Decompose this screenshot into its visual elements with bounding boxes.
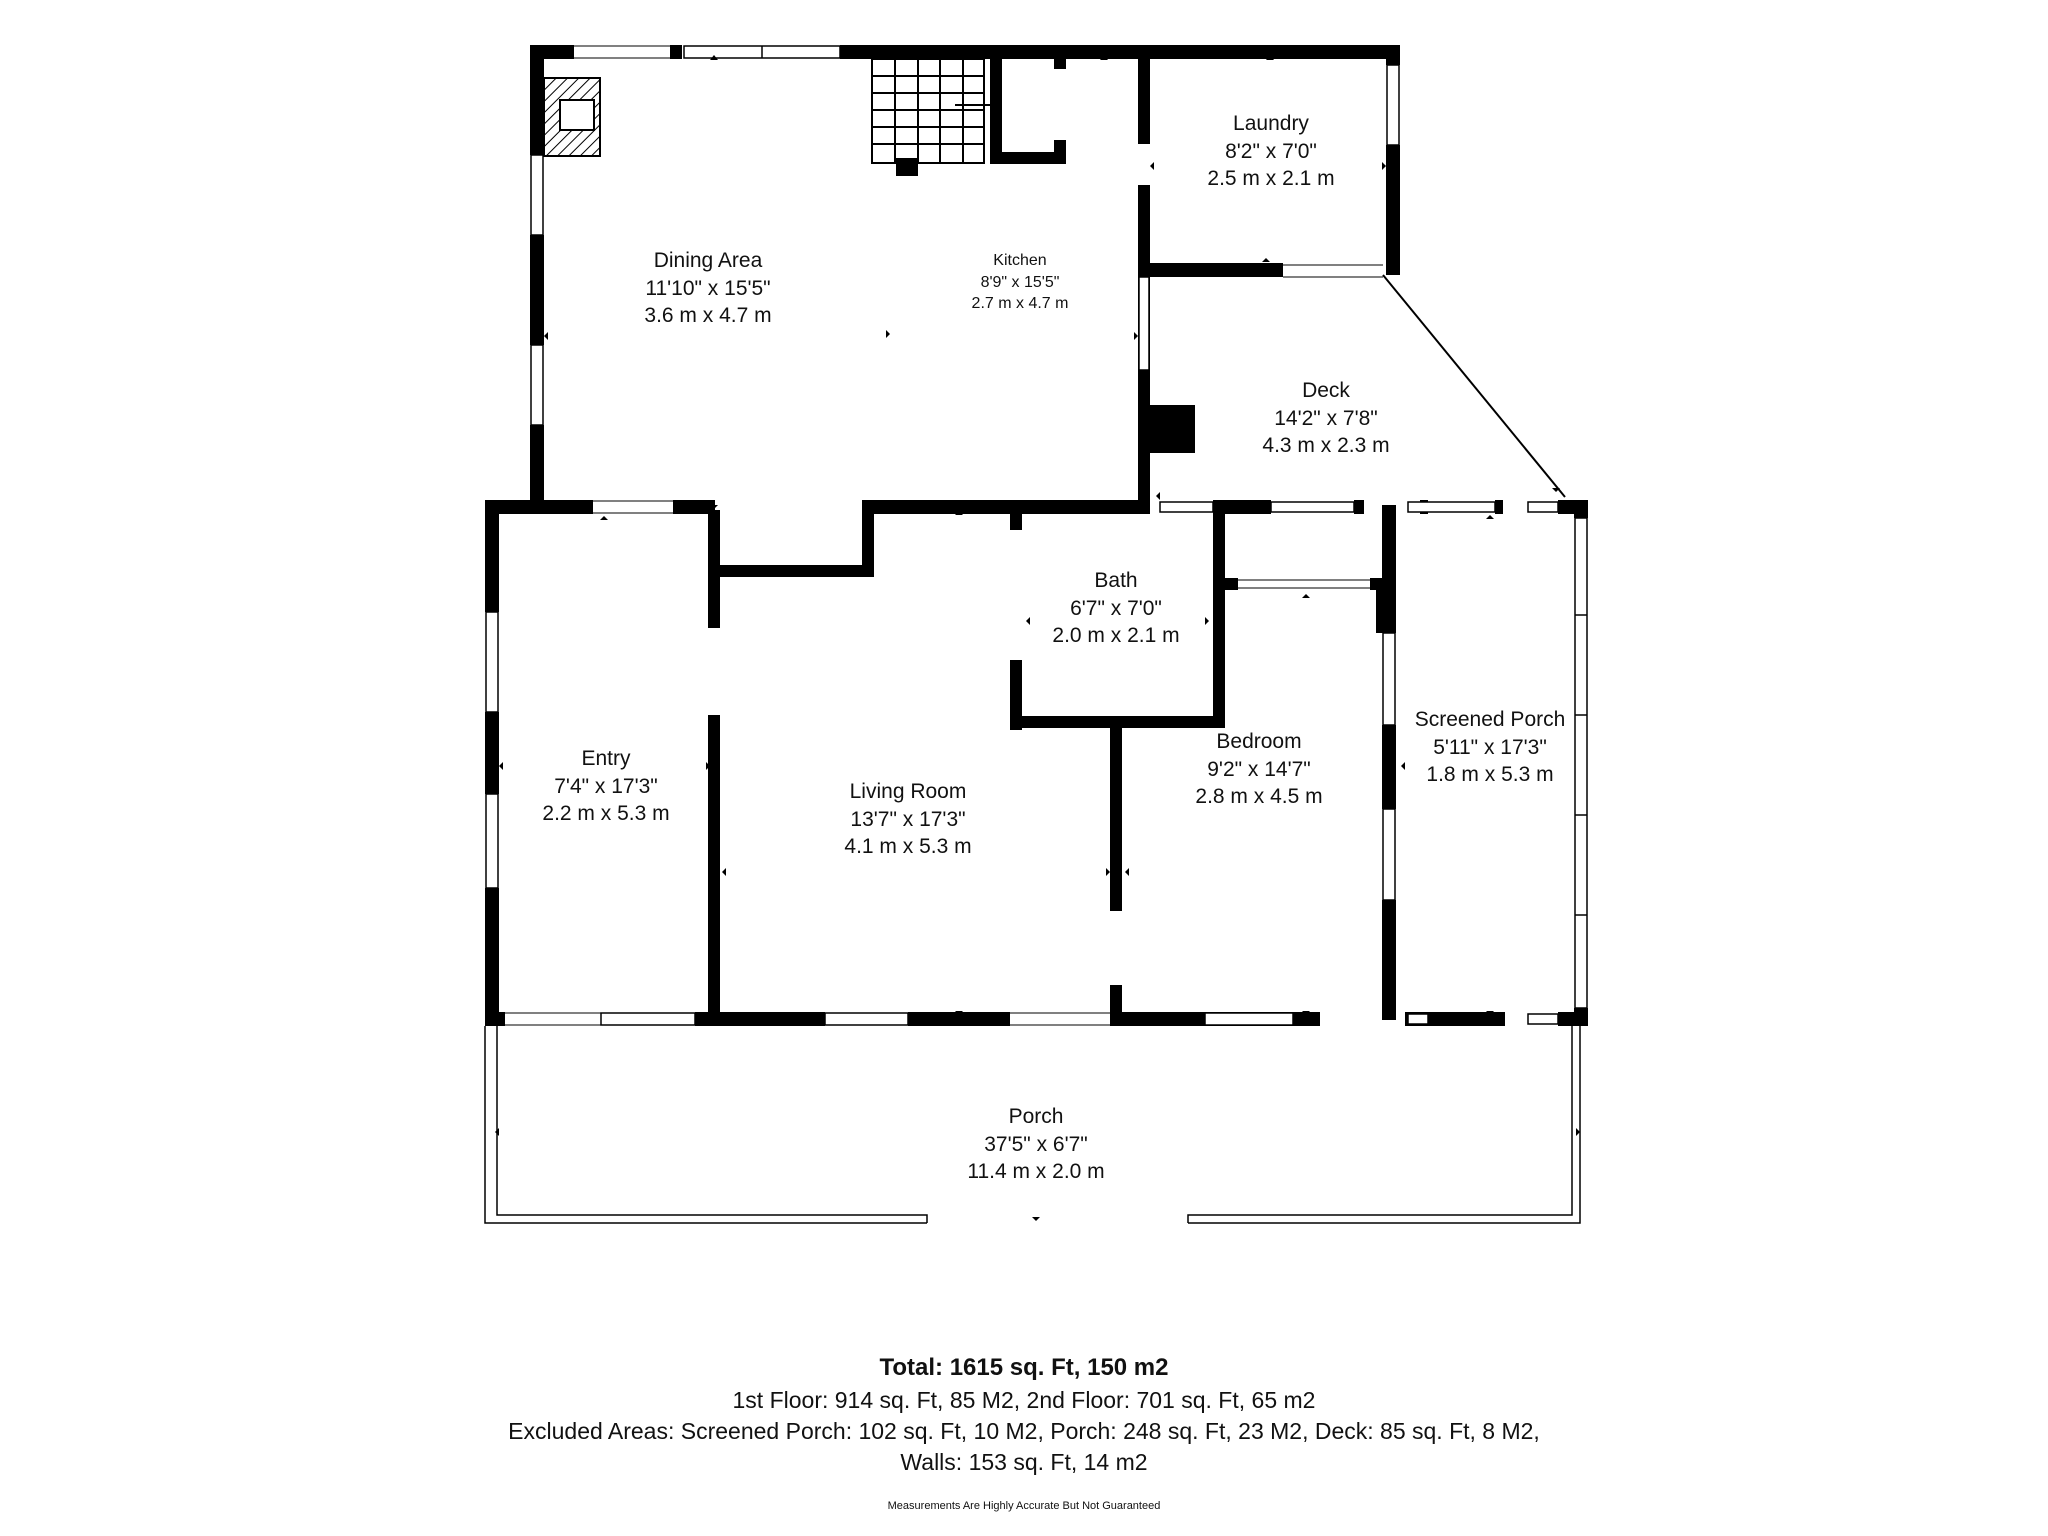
excluded-areas: Excluded Areas: Screened Porch: 102 sq. … xyxy=(508,1417,1540,1444)
windows xyxy=(485,45,1588,1026)
room-label-laundry: Laundry 8'2" x 7'0" 2.5 m x 2.1 m xyxy=(1207,110,1334,193)
deck-railing xyxy=(1382,274,1566,498)
room-imperial: 7'4" x 17'3" xyxy=(554,774,658,798)
room-name: Bath xyxy=(1094,569,1138,592)
walls-area: Walls: 153 sq. Ft, 14 m2 xyxy=(900,1449,1148,1476)
room-name: Deck xyxy=(1302,379,1350,402)
room-metric: 4.1 m x 5.3 m xyxy=(844,835,972,859)
room-metric: 2.7 m x 4.7 m xyxy=(971,295,1069,313)
door-openings xyxy=(505,45,1383,1026)
room-label-dining: Dining Area 11'10" x 15'5" 3.6 m x 4.7 m xyxy=(644,247,771,330)
room-label-bedroom: Bedroom 9'2" x 14'7" 2.8 m x 4.5 m xyxy=(1195,728,1322,811)
disclaimer: Measurements Are Highly Accurate But Not… xyxy=(887,1500,1161,1512)
room-metric: 2.8 m x 4.5 m xyxy=(1195,785,1323,809)
room-imperial: 5'11" x 17'3" xyxy=(1433,735,1547,759)
room-name: Screened Porch xyxy=(1414,708,1566,731)
room-name: Entry xyxy=(581,747,631,770)
room-metric: 11.4 m x 2.0 m xyxy=(967,1160,1105,1184)
room-name: Living Room xyxy=(849,780,967,803)
room-name: Porch xyxy=(1008,1105,1064,1128)
room-metric: 2.0 m x 2.1 m xyxy=(1052,624,1180,648)
room-name: Dining Area xyxy=(653,249,763,272)
room-metric: 3.6 m x 4.7 m xyxy=(644,304,772,328)
room-imperial: 13'7" x 17'3" xyxy=(850,807,966,831)
room-label-deck: Deck 14'2" x 7'8" 4.3 m x 2.3 m xyxy=(1262,377,1389,460)
total-area: Total: 1615 sq. Ft, 150 m2 xyxy=(879,1354,1169,1381)
room-metric: 2.5 m x 2.1 m xyxy=(1207,167,1335,191)
room-name: Bedroom xyxy=(1216,730,1302,753)
room-imperial: 9'2" x 14'7" xyxy=(1207,757,1311,781)
porch-outline xyxy=(484,1026,1581,1224)
staircase xyxy=(871,58,990,164)
area-summary: Total: 1615 sq. Ft, 150 m2 1st Floor: 91… xyxy=(0,1352,2048,1478)
room-metric: 4.3 m x 2.3 m xyxy=(1262,434,1390,458)
room-label-bath: Bath 6'7" x 7'0" 2.0 m x 2.1 m xyxy=(1052,567,1179,650)
room-label-porch: Porch 37'5" x 6'7" 11.4 m x 2.0 m xyxy=(967,1103,1104,1186)
room-imperial: 37'5" x 6'7" xyxy=(984,1132,1088,1156)
room-imperial: 8'9" x 15'5" xyxy=(980,273,1060,291)
floor-areas: 1st Floor: 914 sq. Ft, 85 M2, 2nd Floor:… xyxy=(732,1386,1316,1413)
room-imperial: 6'7" x 7'0" xyxy=(1070,596,1162,620)
measurement-ticks xyxy=(495,55,1580,1221)
room-label-kitchen: Kitchen 8'9" x 15'5" 2.7 m x 4.7 m xyxy=(972,250,1069,315)
room-imperial: 11'10" x 15'5" xyxy=(645,276,771,300)
room-name: Laundry xyxy=(1233,112,1309,135)
room-imperial: 14'2" x 7'8" xyxy=(1274,406,1378,430)
upper-walls xyxy=(530,45,1400,510)
room-label-entry: Entry 7'4" x 17'3" 2.2 m x 5.3 m xyxy=(542,745,669,828)
room-imperial: 8'2" x 7'0" xyxy=(1225,139,1317,163)
fireplace-icon xyxy=(543,77,601,157)
room-metric: 2.2 m x 5.3 m xyxy=(542,802,670,826)
room-label-living: Living Room 13'7" x 17'3" 4.1 m x 5.3 m xyxy=(844,778,971,861)
room-label-screened-porch: Screened Porch 5'11" x 17'3" 1.8 m x 5.3… xyxy=(1415,706,1566,789)
room-metric: 1.8 m x 5.3 m xyxy=(1426,763,1554,787)
room-name: Kitchen xyxy=(993,252,1047,269)
